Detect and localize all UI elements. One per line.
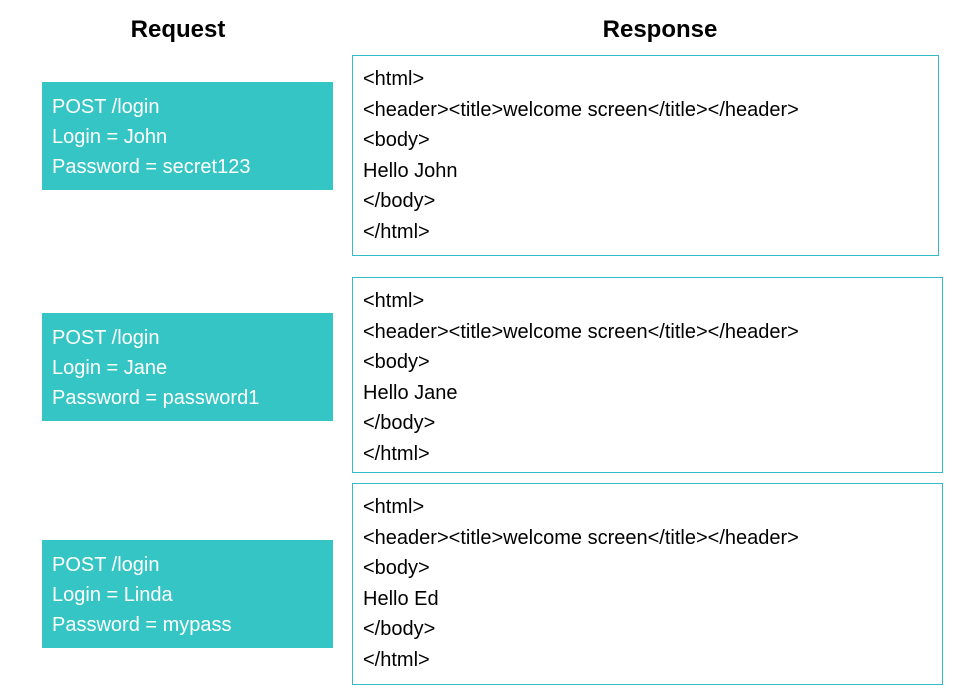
response-line-body-open: <body> bbox=[363, 129, 430, 151]
response-box-2: <html> <header><title>welcome screen</ti… bbox=[352, 277, 943, 473]
response-line-greeting: Hello John bbox=[363, 159, 458, 182]
response-line-html-close: </html> bbox=[363, 220, 430, 243]
response-line-body-open: <body> bbox=[363, 557, 430, 579]
request-line-method: POST /login bbox=[52, 96, 160, 118]
request-box-1: POST /login Login = John Password = secr… bbox=[42, 82, 333, 190]
request-line-login: Login = John bbox=[52, 126, 168, 148]
response-line-header: <header><title>welcome screen</title></h… bbox=[363, 526, 799, 549]
request-column-header: Request bbox=[130, 16, 226, 43]
request-line-password: Password = mypass bbox=[52, 614, 232, 636]
response-box-3: <html> <header><title>welcome screen</ti… bbox=[352, 483, 943, 685]
response-line-html-open: <html> bbox=[363, 496, 425, 518]
request-line-login: Login = Linda bbox=[52, 584, 173, 606]
response-line-body-close: </body> bbox=[363, 412, 436, 434]
response-line-header: <header><title>welcome screen</title></h… bbox=[363, 98, 799, 121]
response-line-body-open: <body> bbox=[363, 351, 430, 373]
request-line-password: Password = secret123 bbox=[52, 156, 251, 178]
request-line-method: POST /login bbox=[52, 327, 160, 349]
response-line-body-close: </body> bbox=[363, 190, 436, 212]
request-box-2: POST /login Login = Jane Password = pass… bbox=[42, 313, 333, 421]
response-line-greeting: Hello Jane bbox=[363, 381, 458, 404]
response-line-html-open: <html> bbox=[363, 290, 425, 312]
request-line-method: POST /login bbox=[52, 554, 160, 576]
response-line-header: <header><title>welcome screen</title></h… bbox=[363, 320, 799, 343]
response-line-html-close: </html> bbox=[363, 648, 430, 671]
request-box-3: POST /login Login = Linda Password = myp… bbox=[42, 540, 333, 648]
response-line-html-open: <html> bbox=[363, 68, 425, 90]
response-line-html-close: </html> bbox=[363, 442, 430, 465]
response-line-body-close: </body> bbox=[363, 618, 436, 640]
request-line-login: Login = Jane bbox=[52, 357, 168, 379]
response-line-greeting: Hello Ed bbox=[363, 587, 439, 610]
response-column-header: Response bbox=[602, 16, 718, 43]
request-line-password: Password = password1 bbox=[52, 387, 260, 409]
response-box-1: <html> <header><title>welcome screen</ti… bbox=[352, 55, 939, 256]
